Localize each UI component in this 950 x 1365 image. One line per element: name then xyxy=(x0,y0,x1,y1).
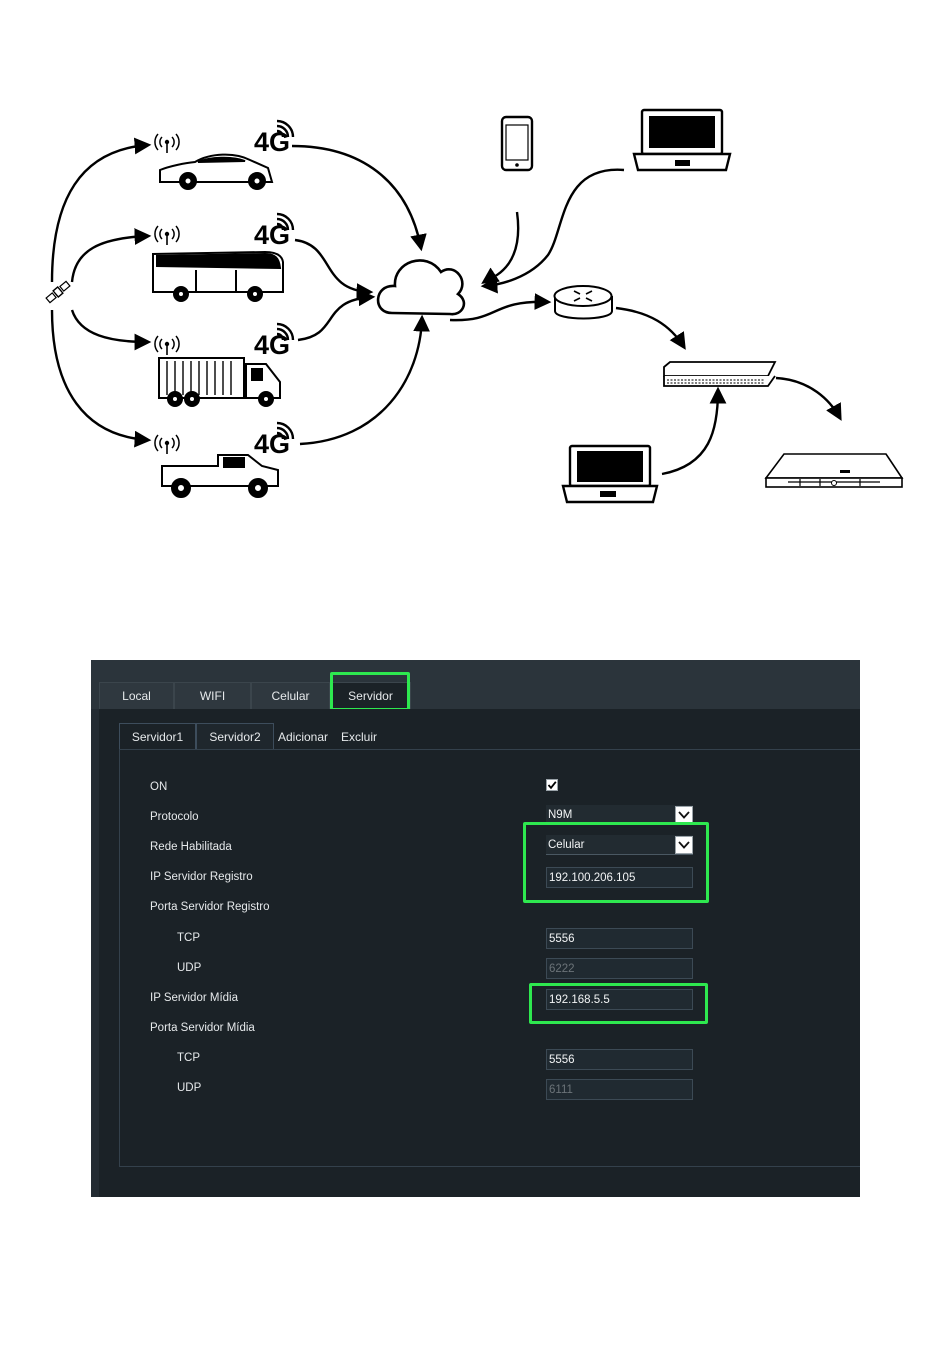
chevron-down-icon[interactable] xyxy=(675,806,693,824)
svg-text:4G: 4G xyxy=(254,330,290,360)
register-tcp-label: TCP xyxy=(177,931,200,945)
tab-local[interactable]: Local xyxy=(99,682,174,709)
add-button[interactable]: Adicionar xyxy=(275,723,331,750)
server-settings-window: Local WIFI Celular Servidor Servidor1 Se… xyxy=(91,660,860,1197)
laptop-icon xyxy=(634,110,730,170)
tab-servidor[interactable]: Servidor xyxy=(330,682,411,709)
laptop-icon xyxy=(563,446,657,502)
satellite-icon xyxy=(45,281,70,304)
media-udp-input[interactable]: 6111 xyxy=(546,1079,693,1100)
car-icon xyxy=(160,155,272,189)
network-diagram: 4G 4G 4G 4G xyxy=(0,0,950,560)
pickup-icon xyxy=(162,455,278,497)
check-icon xyxy=(547,780,557,790)
media-udp-label: UDP xyxy=(177,1081,201,1095)
chevron-down-icon[interactable] xyxy=(675,836,693,854)
subtab-server2[interactable]: Servidor2 xyxy=(196,723,274,750)
protocol-label: Protocolo xyxy=(150,810,199,824)
truck-icon xyxy=(159,358,280,406)
register-ip-input[interactable]: 192.100.206.105 xyxy=(546,867,693,888)
router-icon xyxy=(555,286,613,319)
network-label: Rede Habilitada xyxy=(150,840,232,854)
register-udp-label: UDP xyxy=(177,961,201,975)
on-checkbox[interactable] xyxy=(546,779,558,791)
svg-text:4G: 4G xyxy=(254,429,290,459)
on-label: ON xyxy=(150,780,167,794)
delete-button[interactable]: Excluir xyxy=(336,723,382,750)
register-port-label: Porta Servidor Registro xyxy=(150,900,270,914)
svg-text:4G: 4G xyxy=(254,127,290,157)
register-tcp-input[interactable]: 5556 xyxy=(546,928,693,949)
media-tcp-label: TCP xyxy=(177,1051,200,1065)
network-select[interactable]: Celular xyxy=(546,835,693,855)
media-tcp-input[interactable]: 5556 xyxy=(546,1049,693,1070)
media-port-label: Porta Servidor Mídia xyxy=(150,1021,255,1035)
server-form-panel xyxy=(119,749,860,1167)
bus-icon xyxy=(153,252,283,301)
register-udp-input[interactable]: 6222 xyxy=(546,958,693,979)
smartphone-icon xyxy=(502,117,532,170)
svg-text:4G: 4G xyxy=(254,220,290,250)
media-ip-label: IP Servidor Mídia xyxy=(150,991,238,1005)
rack-server-icon xyxy=(766,454,902,487)
protocol-select[interactable]: N9M xyxy=(546,805,693,825)
network-value: Celular xyxy=(548,839,584,851)
network-switch-icon xyxy=(664,362,775,386)
protocol-value: N9M xyxy=(548,809,572,821)
tab-celular[interactable]: Celular xyxy=(251,682,330,709)
subtab-server1[interactable]: Servidor1 xyxy=(119,723,196,750)
register-ip-label: IP Servidor Registro xyxy=(150,870,253,884)
tab-wifi[interactable]: WIFI xyxy=(174,682,251,709)
cloud-icon xyxy=(378,260,464,314)
media-ip-input[interactable]: 192.168.5.5 xyxy=(546,989,693,1010)
